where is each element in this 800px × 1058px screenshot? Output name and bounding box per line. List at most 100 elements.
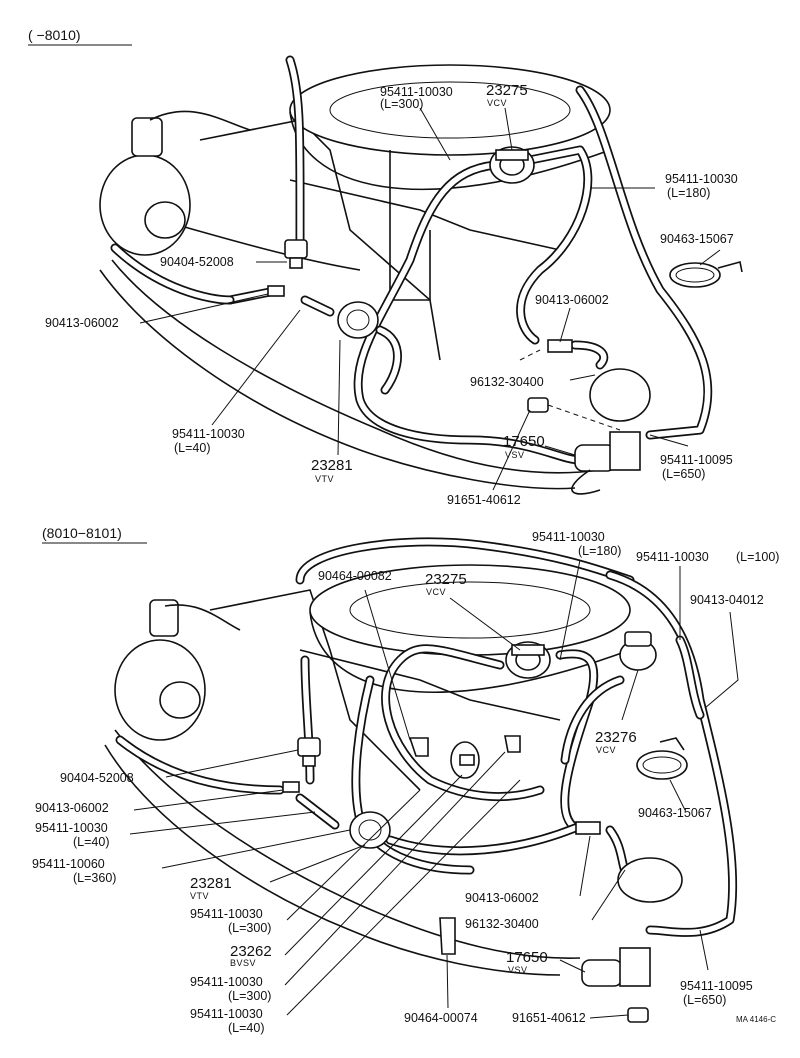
distributor — [99, 110, 251, 256]
label-95411-10095: 95411-10095 — [660, 453, 733, 467]
body-outline-lower-2 — [114, 729, 581, 959]
leader-23281 — [337, 339, 341, 456]
leader-90404-2 — [165, 749, 299, 778]
body-outline-edge-2 — [104, 744, 561, 976]
label-vcv: VCV — [596, 745, 616, 755]
hose-clamp-1 — [669, 261, 743, 288]
fitting-90404-2 — [297, 737, 321, 767]
intake-outline — [199, 119, 441, 361]
label-90463-15067: 90463-15067 — [660, 232, 734, 246]
air-cleaner-rim — [329, 81, 571, 139]
leader-95411-40 — [211, 309, 301, 426]
label-95411-10030: 95411-10030 — [665, 172, 738, 186]
label-95411-10030: 95411-10030 — [636, 550, 709, 564]
label-23281: 23281 — [190, 875, 232, 892]
leader-17650-2 — [559, 959, 586, 973]
leader-90413-06002-2 — [133, 789, 284, 811]
clip-90464-00082 — [408, 737, 429, 757]
air-cleaner-body-2 — [309, 611, 631, 693]
leader-23262 — [284, 774, 463, 956]
tee-fitting-right-2 — [575, 821, 601, 835]
body-outline-edge — [99, 269, 576, 490]
clip-90464-b — [504, 735, 521, 753]
label-length: (L=40) — [73, 835, 109, 849]
leader-95411-40-3 — [286, 779, 521, 1016]
leader-91651-2 — [589, 1014, 629, 1019]
leader-90463 — [699, 249, 721, 266]
hose-clamp-2 — [636, 737, 688, 780]
label-95411-10095: 95411-10095 — [680, 979, 753, 993]
leader-90413-right — [559, 307, 571, 343]
section-1-header: ( −8010) — [28, 27, 81, 43]
label-95411-10030: 95411-10030 — [532, 530, 605, 544]
section-2-header: (8010−8101) — [42, 525, 122, 541]
leader-95411-650-2 — [699, 929, 709, 971]
vcv-valve-2 — [505, 641, 551, 679]
leader-95411-650 — [649, 434, 689, 447]
label-23262: 23262 — [230, 943, 272, 960]
leader-95411-180-2 — [559, 559, 581, 661]
label-length: (L=180) — [667, 186, 710, 200]
leader-90413-06002-3 — [579, 835, 591, 897]
vtv-valve-2 — [349, 811, 391, 849]
leader-23276 — [621, 669, 639, 721]
label-23275: 23275 — [486, 82, 528, 99]
distributor-2 — [114, 599, 241, 741]
manifold-outline-2 — [299, 649, 561, 721]
leader-90413-left — [139, 293, 269, 324]
bvsv-valve — [450, 741, 480, 779]
leader-91651 — [492, 409, 531, 491]
figure-code: MA 4146-C — [736, 1015, 776, 1024]
label-vtv: VTV — [315, 474, 334, 484]
label-90413-06002: 90413-06002 — [35, 801, 109, 815]
label-90464-00082: 90464-00082 — [318, 569, 392, 583]
leader-95411-40-2 — [129, 811, 316, 835]
label-length: (L=300) — [380, 97, 423, 111]
leader-96132 — [569, 374, 596, 381]
label-length: (L=360) — [73, 871, 116, 885]
leader-96132-2 — [591, 869, 626, 921]
leader-95411-300-3 — [284, 751, 506, 986]
leader-90413-04012 — [704, 611, 739, 709]
vsv-valve-2 — [581, 947, 651, 987]
leader-95411-300 — [419, 107, 451, 161]
label-95411-10060: 95411-10060 — [32, 857, 105, 871]
label-90413-04012: 90413-04012 — [690, 593, 764, 607]
label-95411-10030: 95411-10030 — [380, 85, 453, 99]
label-96132-30400: 96132-30400 — [470, 375, 544, 389]
label-91651-40612: 91651-40612 — [512, 1011, 586, 1025]
section-2-illustration: (8010−8101) — [32, 525, 779, 1035]
label-length: (L=650) — [683, 993, 726, 1007]
label-23281: 23281 — [311, 457, 353, 474]
body-outline-lower — [111, 259, 601, 474]
label-vtv: VTV — [190, 891, 209, 901]
vsv-valve-1 — [571, 431, 641, 495]
section-1-illustration: ( −8010) — [28, 27, 743, 507]
label-length: (L=40) — [174, 441, 210, 455]
plug-91651-2 — [627, 1007, 649, 1023]
hose-vcv-loop — [353, 160, 585, 465]
vacuum-chamber-2 — [617, 857, 683, 903]
label-length: (L=650) — [662, 467, 705, 481]
label-90464-00074: 90464-00074 — [404, 1011, 478, 1025]
label-17650: 17650 — [503, 433, 545, 450]
label-vsv: VSV — [508, 965, 528, 975]
label-17650: 17650 — [506, 949, 548, 966]
fitting-90404-1 — [284, 239, 308, 269]
label-90413-06002: 90413-06002 — [535, 293, 609, 307]
label-90413-06002: 90413-06002 — [465, 891, 539, 905]
leader-17650 — [544, 445, 576, 456]
tee-fitting-left — [267, 285, 285, 297]
manifold-outline — [289, 179, 561, 251]
label-95411-10030: 95411-10030 — [190, 975, 263, 989]
vcv-valve-23276 — [619, 631, 657, 671]
label-95411-10030: 95411-10030 — [190, 907, 263, 921]
label-vcv: VCV — [487, 98, 507, 108]
label-vsv: VSV — [505, 450, 525, 460]
tee-fitting-right — [547, 339, 573, 353]
leader-90463-2 — [669, 779, 686, 811]
label-96132-30400: 96132-30400 — [465, 917, 539, 931]
leader-95411-300-2 — [286, 789, 421, 921]
leader-90464-00082 — [364, 589, 411, 741]
